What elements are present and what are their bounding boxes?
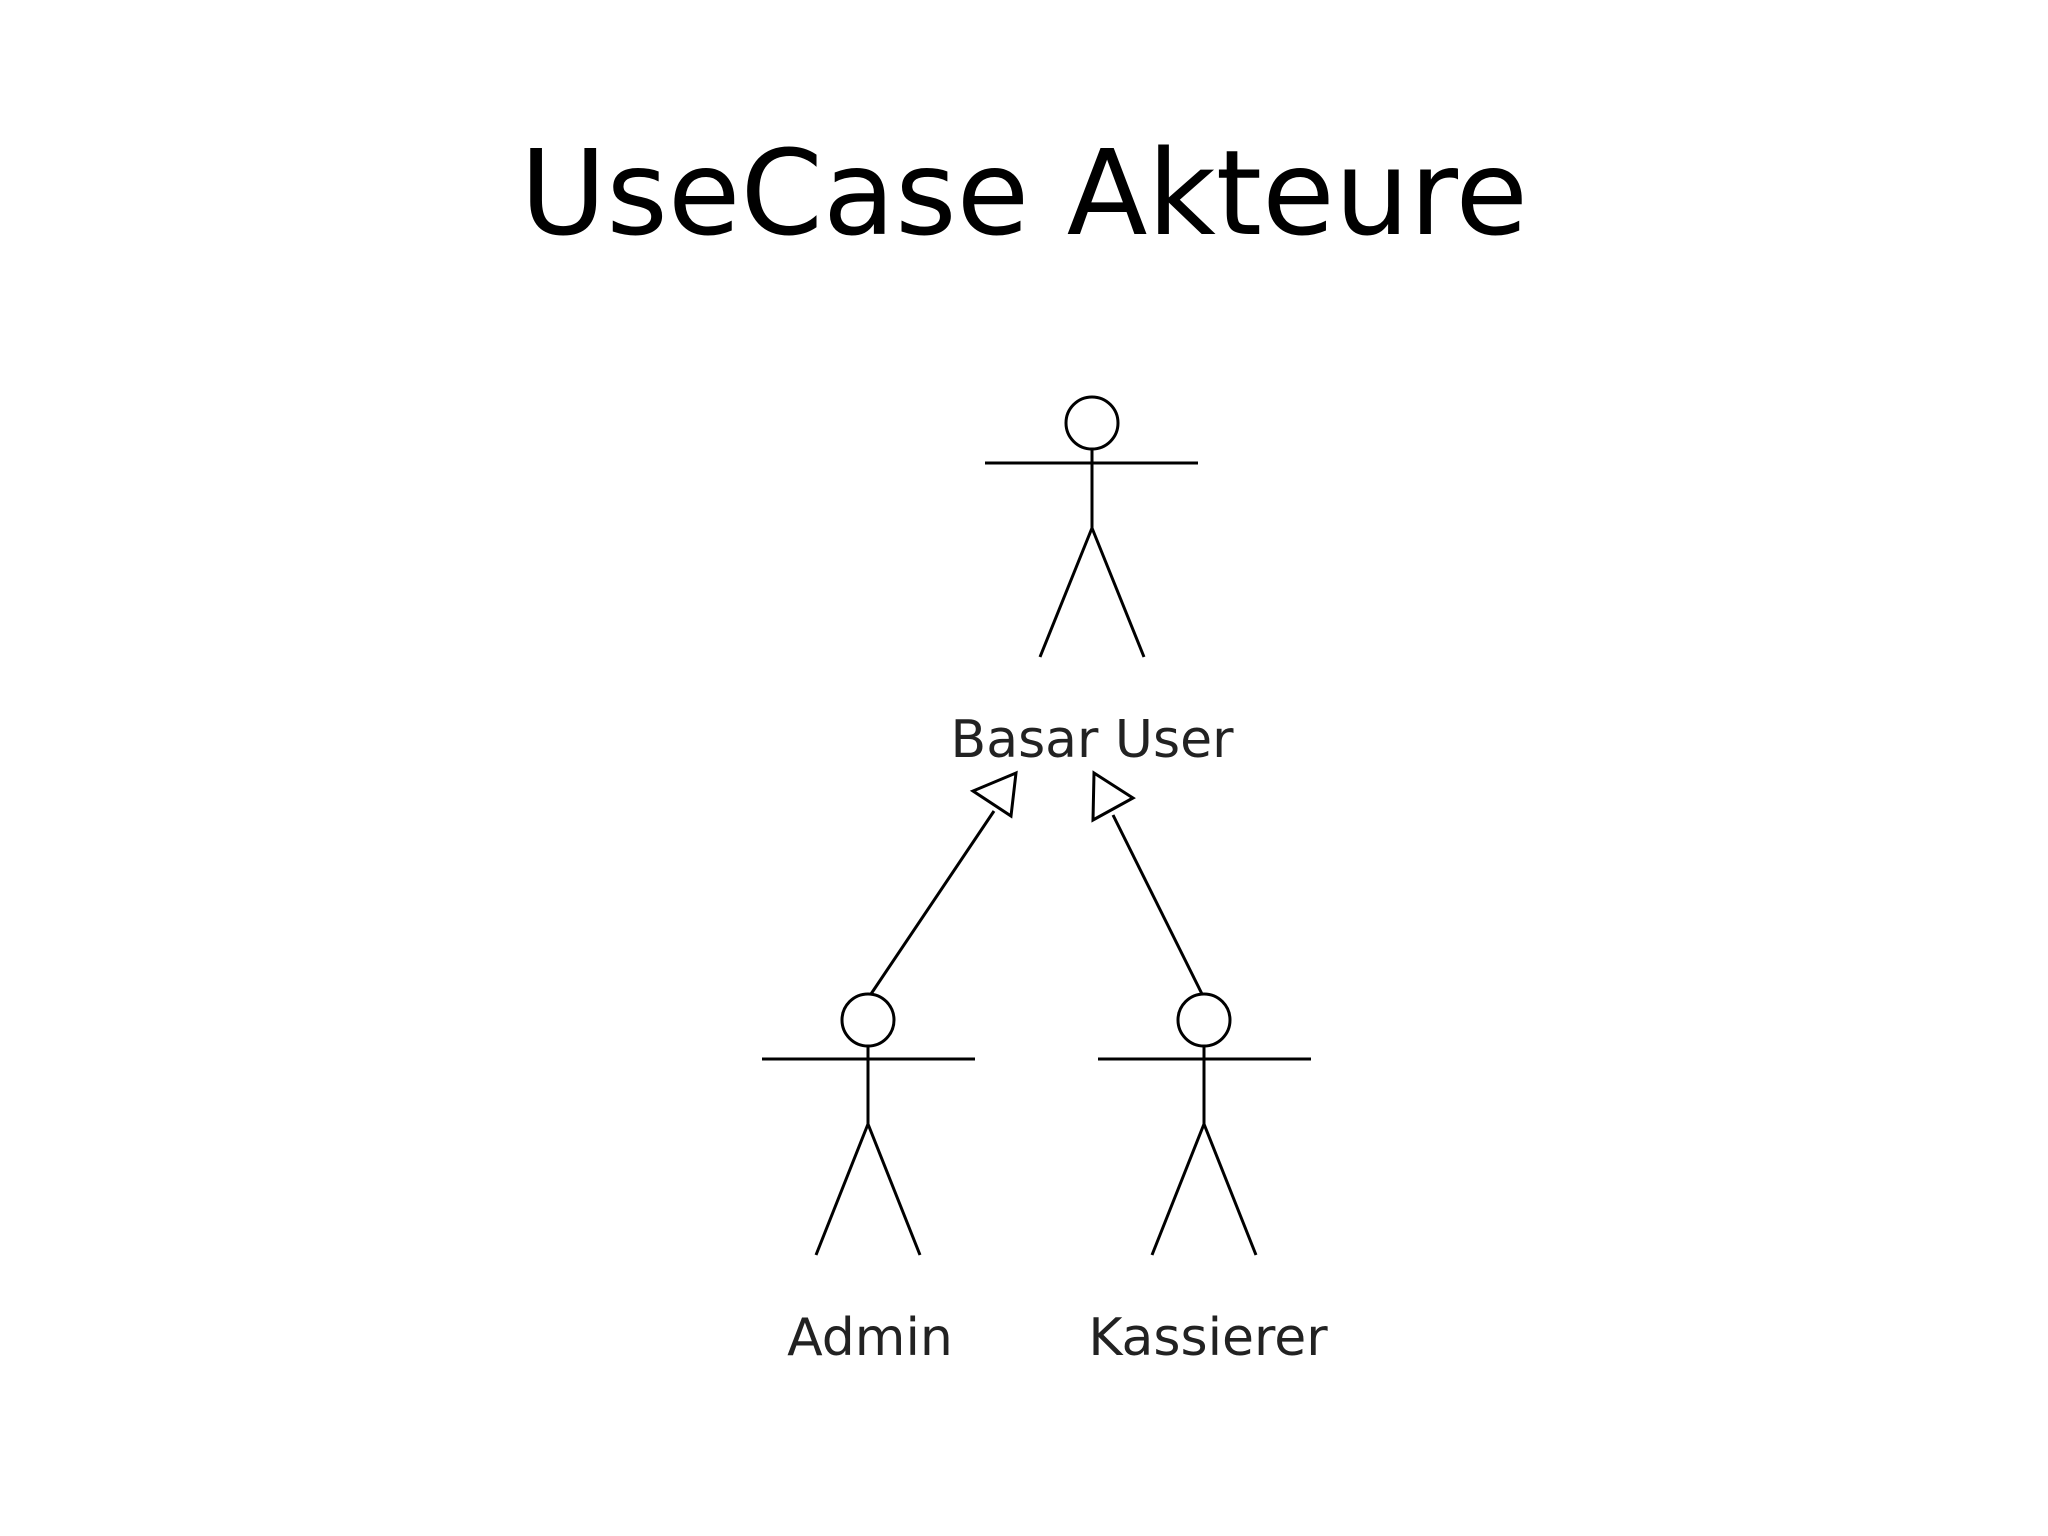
actor-left-leg [1038, 527, 1094, 658]
slide-title: UseCase Akteure [520, 124, 1528, 262]
actor-label-kassierer: Kassierer [1088, 1308, 1328, 1368]
generalization-kassierer-to-basar-user [1091, 770, 1204, 995]
actor-head [1064, 395, 1120, 451]
actor-head [840, 992, 896, 1048]
generalization-admin-to-basar-user [869, 770, 1018, 995]
generalization-line [869, 810, 996, 995]
actor-label-admin: Admin [787, 1308, 953, 1368]
actor-kassierer [1098, 992, 1311, 1256]
actor-basar-user [985, 395, 1198, 658]
actor-left-leg [814, 1123, 870, 1256]
actor-head [1176, 992, 1232, 1048]
generalization-arrowhead [969, 770, 1018, 819]
generalization-arrowhead [1091, 770, 1136, 823]
actor-label-basar-user: Basar User [951, 710, 1235, 770]
actor-admin [762, 992, 975, 1256]
actor-right-leg [1202, 1123, 1258, 1256]
actor-right-leg [866, 1123, 922, 1256]
generalization-line [1111, 814, 1204, 995]
actor-right-leg [1090, 527, 1146, 658]
actor-left-leg [1150, 1123, 1206, 1256]
